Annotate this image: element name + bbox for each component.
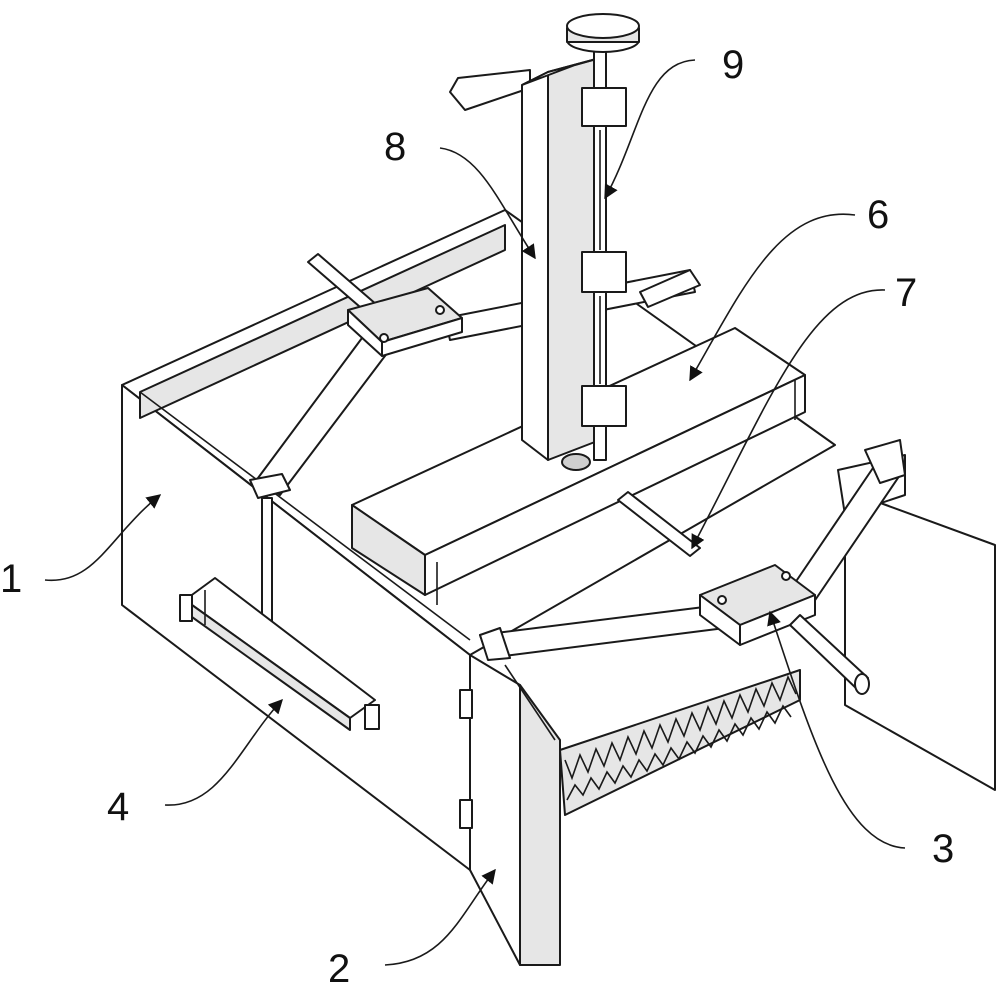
rear-arm-stub: [639, 269, 701, 308]
label-4: 4: [107, 785, 129, 829]
leader-4: [164, 698, 283, 806]
screw-nut-top: [581, 87, 627, 127]
label-7: 7: [895, 271, 917, 315]
reference-numerals: 1 2 3 4 6 7 8 9: [0, 43, 954, 991]
crossbar-side: [424, 374, 806, 596]
label-3: 3: [932, 827, 954, 871]
leader-3: [767, 610, 906, 849]
rear-bracket: [249, 473, 291, 499]
front-door: [459, 654, 561, 966]
door-panel: [469, 654, 521, 966]
label-1: 1: [0, 557, 22, 601]
box-body: [121, 209, 836, 871]
leaders: [44, 59, 906, 966]
hinge-bottom: [459, 799, 473, 829]
box-inner-back: [139, 224, 506, 419]
hinge-top: [459, 689, 473, 719]
door-edge: [519, 684, 561, 966]
front-arm-assembly: [479, 439, 906, 695]
leader-1: [44, 494, 162, 582]
screw-nut-bottom: [581, 385, 627, 427]
handle-clip-right: [364, 704, 380, 730]
comb-body: [559, 669, 801, 816]
lead-screw: [566, 13, 640, 461]
leader-6: [689, 213, 856, 382]
leader-9: [604, 59, 696, 200]
label-6: 6: [867, 193, 889, 237]
label-2: 2: [328, 947, 350, 991]
front-arm-right-head: [864, 439, 906, 484]
handle-clip-left: [179, 594, 193, 622]
leader-7: [691, 289, 886, 550]
front-arm-left-head: [479, 627, 511, 661]
serrated-comb: [559, 669, 801, 816]
rear-leg: [261, 497, 273, 635]
side-handle: [179, 577, 380, 731]
label-8: 8: [384, 125, 406, 169]
column-gear: [561, 453, 591, 471]
column-front: [521, 71, 549, 461]
column-handle: [449, 69, 531, 111]
screw-nut-middle: [581, 251, 627, 293]
right-flap-plate: [844, 489, 996, 791]
leader-8: [439, 147, 536, 260]
label-9: 9: [722, 43, 744, 87]
leader-2: [384, 868, 496, 966]
